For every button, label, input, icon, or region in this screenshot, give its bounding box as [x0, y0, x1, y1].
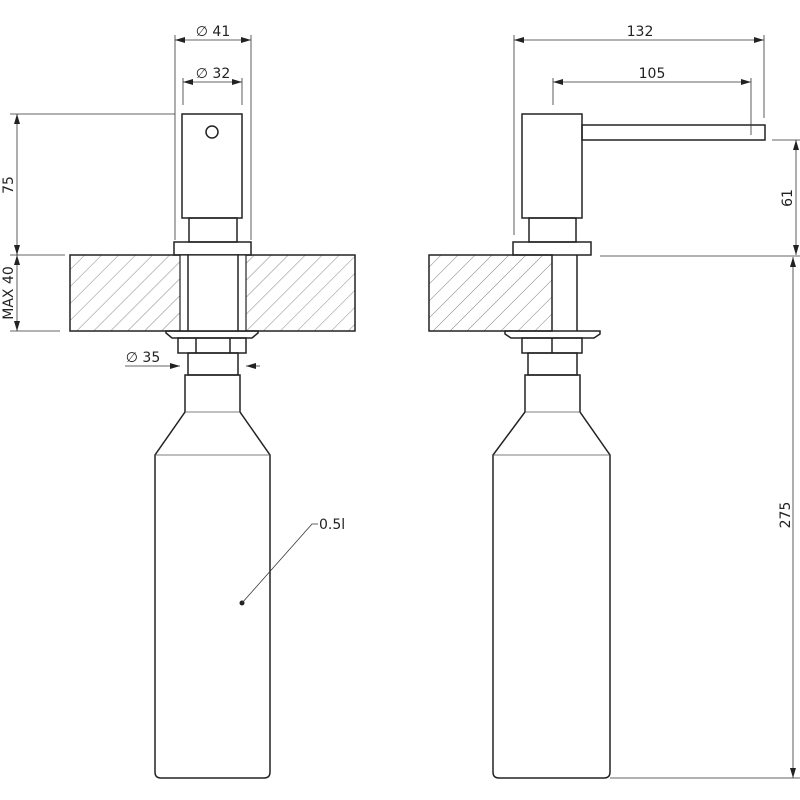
tube — [187, 352, 239, 376]
pump-neck — [188, 217, 238, 243]
front-view: ∅ 41 ∅ 32 75 MAX 40 ∅ 35 0.5l — [1, 24, 356, 779]
countertop-section — [428, 254, 553, 332]
shank — [179, 254, 247, 332]
dimension-max-40: MAX 40 — [1, 255, 60, 332]
dim-label: 105 — [639, 66, 666, 82]
flange — [512, 241, 592, 256]
spout — [581, 124, 766, 141]
dimension-height-275: 275 — [610, 257, 800, 779]
dim-label: ∅ 32 — [196, 66, 230, 82]
tube — [527, 352, 578, 376]
pump-neck — [528, 217, 577, 243]
washer — [165, 330, 259, 339]
volume-callout: 0.5l — [239, 517, 345, 606]
dimension-diameter-41: ∅ 41 — [174, 24, 252, 240]
dim-label: 275 — [778, 502, 794, 529]
countertop-section — [69, 254, 356, 332]
dimension-diameter-32: ∅ 32 — [182, 66, 243, 105]
dimension-reach-105: 105 — [552, 66, 752, 135]
dimension-length-132: 132 — [513, 24, 765, 235]
nut — [177, 337, 247, 354]
flange — [173, 241, 252, 256]
pump-head — [181, 113, 243, 219]
dimension-height-61: 61 — [600, 139, 800, 257]
bottle — [492, 374, 611, 779]
pump-button — [205, 125, 219, 139]
side-view: 132 105 61 275 — [428, 24, 800, 779]
pump-head — [521, 113, 583, 219]
washer — [504, 330, 601, 339]
dim-label: ∅ 35 — [126, 350, 160, 366]
dimension-height-75: 75 — [1, 113, 175, 256]
dim-label: MAX 40 — [1, 266, 17, 320]
dim-label: 132 — [627, 24, 654, 40]
dim-label: 61 — [780, 189, 796, 207]
bottle — [154, 374, 271, 779]
dim-label: 75 — [1, 176, 17, 194]
dimension-diameter-35: ∅ 35 — [125, 350, 260, 369]
dim-label: ∅ 41 — [196, 24, 230, 40]
volume-label: 0.5l — [319, 517, 345, 533]
